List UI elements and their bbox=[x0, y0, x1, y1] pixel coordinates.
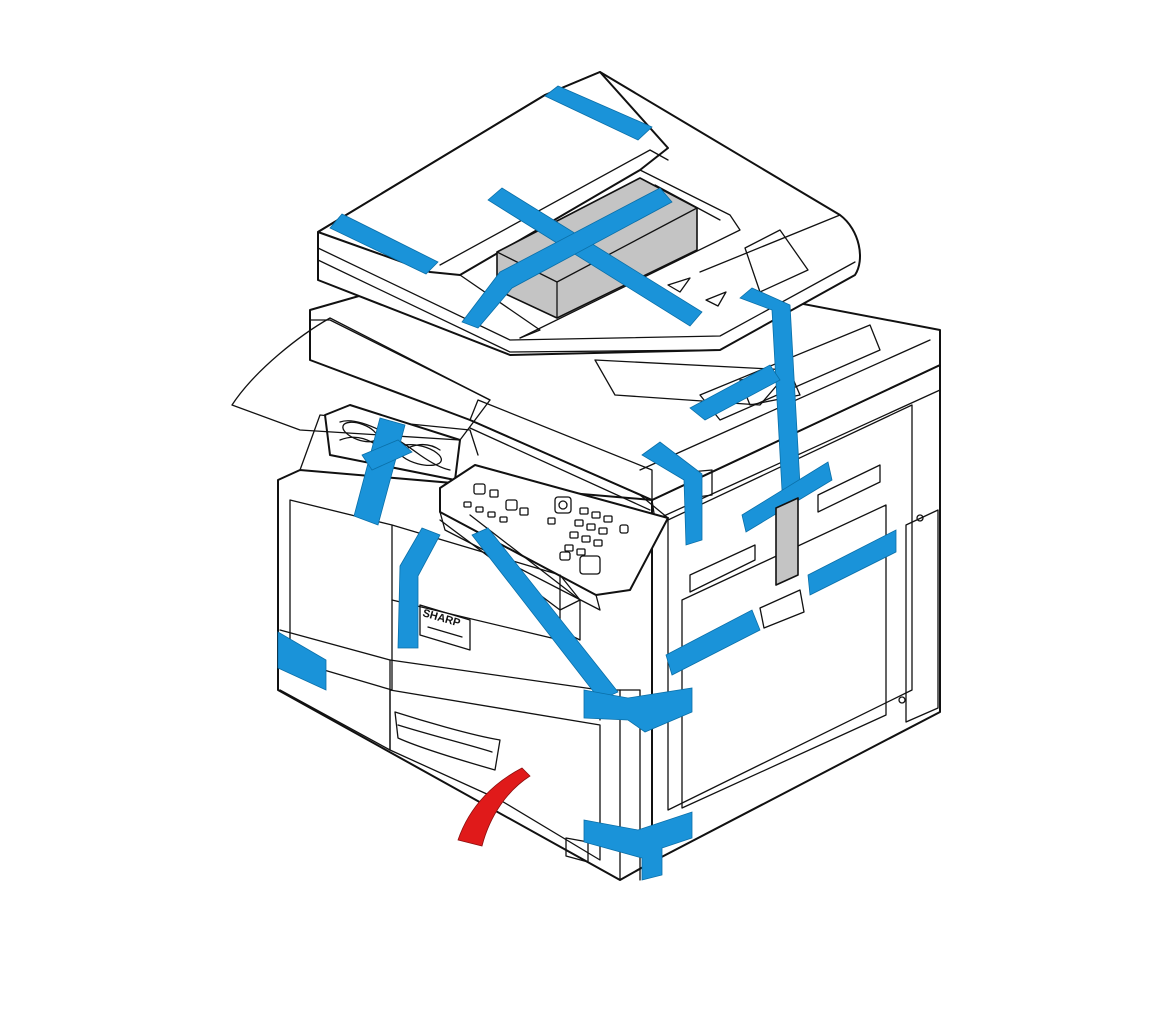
tape-scanner-corner bbox=[641, 441, 703, 546]
operation-panel-buttons bbox=[463, 483, 629, 575]
tape-feeder-left-edge bbox=[329, 213, 439, 275]
red-pull-tab bbox=[457, 767, 531, 847]
side-grey-strip bbox=[775, 497, 799, 586]
tape-feeder-top-left bbox=[544, 85, 653, 141]
tape-panel-diagonal bbox=[471, 527, 619, 701]
tape-cassette-corner-upper bbox=[583, 687, 693, 733]
tape-cassette-corner-lower bbox=[583, 811, 693, 881]
tape-drum-front bbox=[361, 439, 413, 471]
tape-box-cross bbox=[461, 187, 673, 329]
packing-tapes bbox=[277, 85, 897, 881]
tape-box-long bbox=[487, 187, 703, 327]
tape-output-tray bbox=[689, 364, 781, 421]
tape-door-vertical bbox=[397, 527, 441, 649]
tape-side-lower-right bbox=[807, 529, 897, 596]
tape-side-strip bbox=[741, 461, 833, 533]
tape-cassette-left bbox=[277, 631, 327, 691]
tape-side-lower-left bbox=[665, 609, 761, 676]
